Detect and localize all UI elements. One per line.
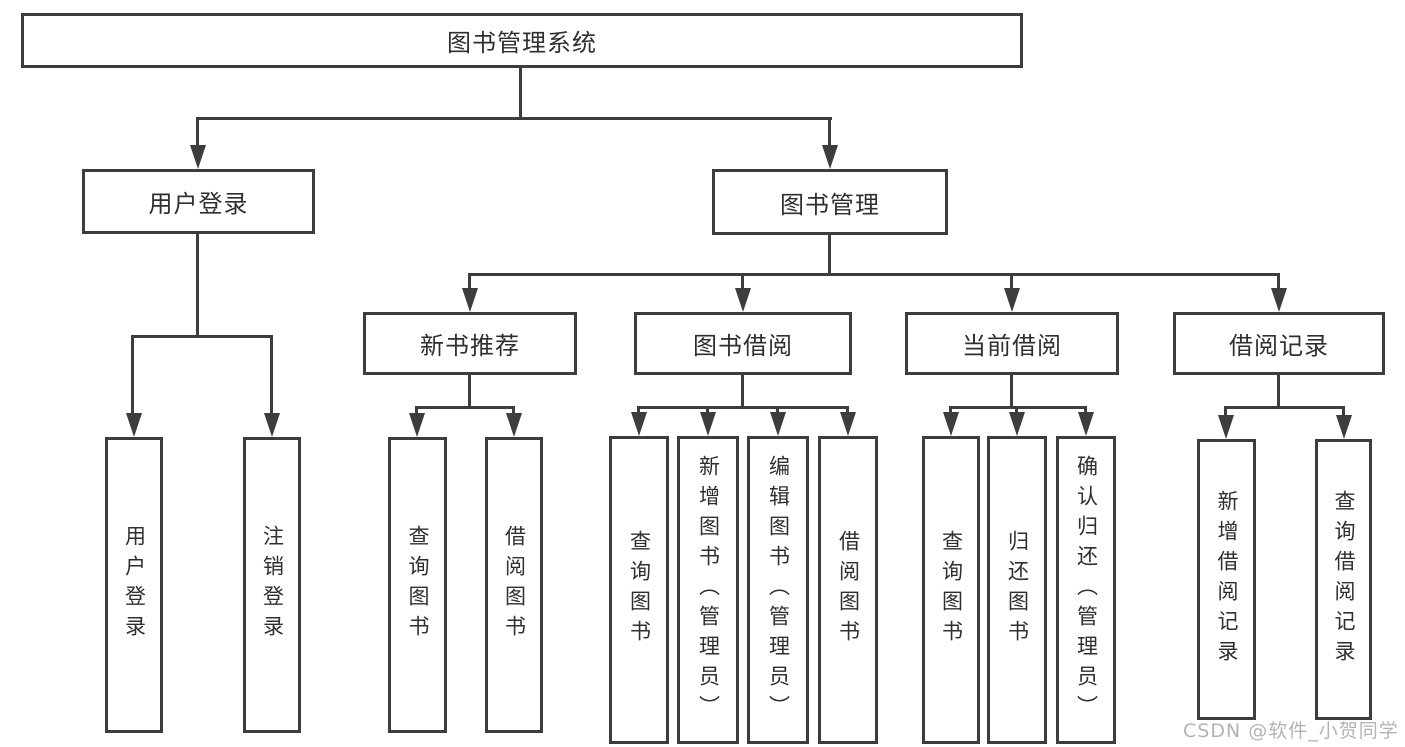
leaf-borrow-books-newbooks: 借阅图书 — [485, 437, 543, 733]
connector — [468, 375, 471, 409]
connector — [196, 234, 199, 337]
leaf-confirm-return-admin: 确认归还（管理员） — [1056, 436, 1116, 744]
arrow-down-icon — [700, 412, 716, 436]
leaf-user-login: 用户登录 — [105, 437, 163, 733]
connector — [415, 406, 515, 409]
leaf-logout-label: 注销登录 — [260, 525, 285, 645]
arrow-down-icon — [264, 413, 280, 437]
leaf-add-borrow-record: 新增借阅记录 — [1197, 439, 1256, 720]
arrow-down-icon — [1004, 288, 1020, 312]
watermark: CSDN @软件_小贺同学 — [1183, 720, 1399, 742]
arrow-down-icon — [506, 413, 522, 437]
arrow-down-icon — [409, 413, 425, 437]
node-borrow-records: 借阅记录 — [1173, 312, 1385, 375]
arrow-down-icon — [735, 288, 751, 312]
connector — [1224, 406, 1227, 419]
arrow-down-icon — [126, 413, 142, 437]
leaf-return-book-label: 归还图书 — [1005, 530, 1030, 650]
connector — [1277, 273, 1280, 293]
leaf-query-books-newbooks-label: 查询图书 — [406, 525, 430, 645]
node-root-label: 图书管理系统 — [447, 29, 597, 57]
arrow-down-icon — [631, 412, 647, 436]
arrow-down-icon — [822, 145, 838, 169]
leaf-logout: 注销登录 — [243, 437, 301, 733]
leaf-query-borrow-record-label: 查询借阅记录 — [1332, 489, 1356, 670]
node-book-management: 图书管理 — [712, 169, 948, 235]
leaf-add-book-admin-label: 新增图书（管理员） — [696, 455, 721, 725]
connector — [415, 406, 418, 418]
leaf-query-books-newbooks: 查询图书 — [388, 437, 447, 733]
arrow-down-icon — [1336, 415, 1352, 439]
leaf-user-login-label: 用户登录 — [122, 525, 147, 645]
node-current-borrow: 当前借阅 — [905, 312, 1119, 375]
node-current-borrow-label: 当前借阅 — [962, 332, 1062, 360]
leaf-query-books-borrow-label: 查询图书 — [627, 530, 652, 650]
connector — [512, 406, 515, 418]
connector — [1010, 375, 1013, 409]
leaf-edit-book-admin-label: 编辑图书（管理员） — [766, 455, 791, 725]
leaf-edit-book-admin: 编辑图书（管理员） — [747, 436, 809, 744]
leaf-add-borrow-record-label: 新增借阅记录 — [1215, 489, 1239, 670]
arrow-down-icon — [190, 145, 206, 169]
connector — [828, 235, 831, 276]
node-book-borrow-label: 图书借阅 — [693, 332, 793, 360]
node-root: 图书管理系统 — [21, 13, 1023, 68]
connector — [468, 273, 471, 293]
connector — [741, 273, 744, 293]
connector — [270, 335, 273, 418]
leaf-query-borrow-record: 查询借阅记录 — [1315, 439, 1372, 720]
leaf-borrow-books-label: 借阅图书 — [836, 530, 861, 650]
connector — [949, 406, 1087, 409]
leaf-confirm-return-admin-label: 确认归还（管理员） — [1074, 455, 1099, 725]
node-new-book-recommend: 新书推荐 — [363, 312, 577, 375]
connector — [468, 273, 1280, 276]
connector — [828, 117, 831, 150]
node-user-login-label: 用户登录 — [148, 190, 249, 218]
arrow-down-icon — [770, 412, 786, 436]
arrow-down-icon — [1218, 415, 1234, 439]
node-borrow-records-label: 借阅记录 — [1229, 332, 1329, 360]
node-user-login: 用户登录 — [82, 169, 315, 234]
arrow-down-icon — [943, 412, 959, 436]
arrow-down-icon — [1009, 412, 1025, 436]
arrow-down-icon — [840, 412, 856, 436]
connector — [197, 117, 832, 120]
connector — [1277, 375, 1280, 409]
leaf-query-books-current: 查询图书 — [922, 436, 980, 744]
node-book-management-label: 图书管理 — [780, 190, 880, 219]
connector — [196, 117, 199, 150]
leaf-borrow-books: 借阅图书 — [818, 436, 878, 744]
leaf-query-books-borrow: 查询图书 — [609, 436, 669, 744]
connector — [131, 335, 273, 338]
connector — [637, 406, 849, 409]
arrow-down-icon — [1271, 288, 1287, 312]
connector — [519, 68, 522, 120]
connector — [1342, 406, 1345, 419]
node-book-borrow: 图书借阅 — [634, 312, 852, 375]
leaf-borrow-books-newbooks-label: 借阅图书 — [502, 525, 527, 645]
leaf-return-book: 归还图书 — [987, 436, 1047, 744]
connector — [131, 335, 134, 418]
connector — [741, 375, 744, 409]
leaf-query-books-current-label: 查询图书 — [939, 530, 964, 650]
arrow-down-icon — [462, 288, 478, 312]
connector — [1010, 273, 1013, 293]
connector — [1224, 406, 1345, 409]
arrow-down-icon — [1078, 412, 1094, 436]
leaf-add-book-admin: 新增图书（管理员） — [677, 436, 739, 744]
node-new-book-recommend-label: 新书推荐 — [420, 332, 520, 360]
